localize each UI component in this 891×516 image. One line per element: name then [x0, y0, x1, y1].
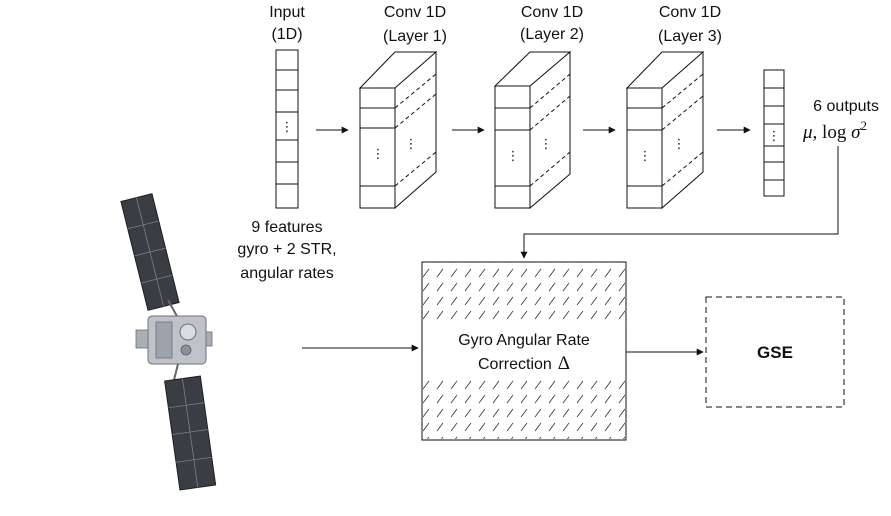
conv2-ellipsis-front: ⋮: [507, 149, 520, 164]
input-label-line1: Input: [269, 4, 305, 21]
features-label-line2: gyro + 2 STR,: [237, 241, 336, 258]
features-label-line1: 9 features: [251, 219, 322, 236]
conv3-label-line1: Conv 1D: [659, 4, 721, 21]
input-label-line2: (1D): [271, 26, 302, 43]
conv1-label-line2: (Layer 1): [383, 28, 447, 45]
satellite-icon: [120, 193, 217, 491]
input-ellipsis: ⋮: [281, 120, 294, 135]
output-ellipsis: ⋮: [768, 129, 781, 144]
input-vector: Input (1D) ⋮: [269, 4, 305, 209]
outputs-formula: μ, log σ2: [802, 118, 867, 143]
outputs-label-line1: 6 outputs: [813, 98, 879, 115]
gse-label: GSE: [757, 343, 793, 362]
conv3-ellipsis-front: ⋮: [639, 149, 652, 164]
conv2-ellipsis-side: ⋮: [540, 137, 553, 152]
features-label: 9 features gyro + 2 STR, angular rates: [237, 219, 336, 282]
conv2-label-line2: (Layer 2): [520, 26, 584, 43]
conv2-label-line1: Conv 1D: [521, 4, 583, 21]
gse-box: GSE: [705, 296, 845, 408]
conv3-label-line2: (Layer 3): [658, 28, 722, 45]
conv1-ellipsis-side: ⋮: [405, 137, 418, 152]
conv3-ellipsis-side: ⋮: [673, 137, 686, 152]
conv-layer-2: Conv 1D (Layer 2) ⋮ ⋮: [493, 4, 584, 210]
conv-layer-1: Conv 1D (Layer 1) ⋮ ⋮: [358, 4, 447, 210]
outputs-label: 6 outputs μ, log σ2: [802, 98, 879, 143]
arrow-output-to-correction: [520, 146, 839, 259]
conv1-label-line1: Conv 1D: [384, 4, 446, 21]
correction-label-line1: Gyro Angular Rate: [458, 332, 590, 349]
features-label-line3: angular rates: [240, 265, 333, 282]
conv-layer-3: Conv 1D (Layer 3) ⋮ ⋮: [625, 4, 722, 210]
conv1-ellipsis-front: ⋮: [372, 147, 385, 162]
output-vector: ⋮: [763, 69, 785, 197]
